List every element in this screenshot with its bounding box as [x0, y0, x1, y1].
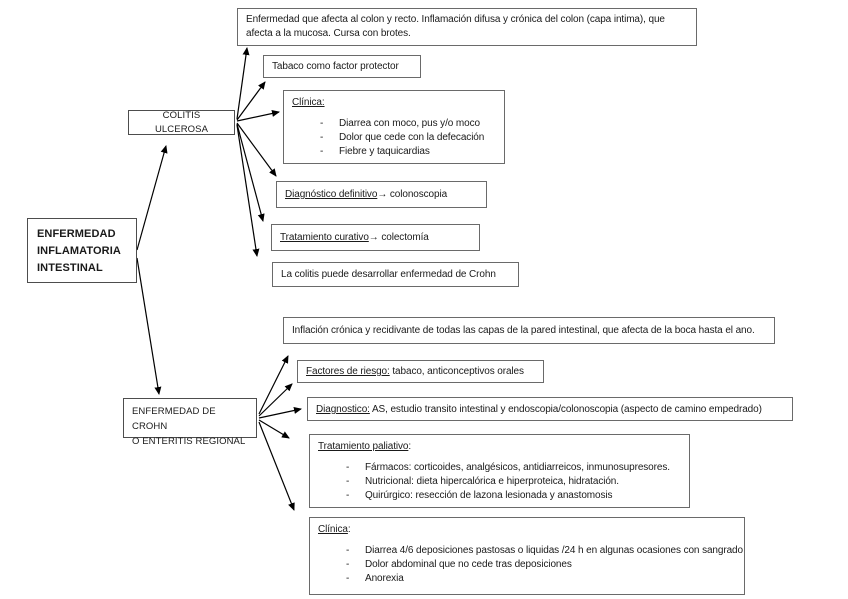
- list-item-text: Quirúrgico: resección de lazona lesionad…: [365, 490, 613, 501]
- colitis-definition-box: Enfermedad que afecta al colon y recto. …: [237, 8, 697, 46]
- edge-colitis-to-nota: [236, 124, 260, 257]
- list-item: Fármacos: corticoides, analgésicos, anti…: [318, 461, 681, 475]
- crohn-clinica-list: Diarrea 4/6 deposiciones pastosas o liqu…: [318, 544, 743, 586]
- node-enfermedad-de-crohn: ENFERMEDAD DE CROHN O ENTERITIS REGIONAL: [123, 398, 257, 447]
- edge-colitis-to-diagnostico: [236, 122, 277, 177]
- list-item-text: Diarrea con moco, pus y/o moco: [339, 118, 480, 129]
- colitis-tabaco-box: Tabaco como factor protector: [263, 55, 421, 78]
- list-item: Nutricional: dieta hipercalórica e hiper…: [318, 475, 681, 489]
- list-item: Dolor que cede con la defecación: [292, 131, 496, 145]
- crohn-diagnostico-box: Diagnostico: AS, estudio transito intest…: [307, 397, 793, 421]
- crohn-tratamiento-heading: Tratamiento paliativo: [318, 441, 409, 452]
- node-colitis-ulcerosa: COLITIS ULCEROSA: [128, 110, 235, 135]
- list-item-text: Dolor abdominal que no cede tras deposic…: [365, 559, 572, 570]
- colitis-tratamiento-heading: Tratamiento curativo: [280, 232, 369, 243]
- crohn-clinica-heading-suffix: :: [347, 524, 351, 535]
- list-item: Diarrea con moco, pus y/o moco: [292, 117, 496, 131]
- edge-root-to-crohn: [136, 257, 162, 395]
- edge-colitis-to-definition: [236, 47, 250, 120]
- crohn-clinica-heading: Clínica: [318, 524, 348, 535]
- colitis-tratamiento-box: Tratamiento curativo→ colectomía: [271, 224, 480, 251]
- colitis-diagnostico-box: Diagnóstico definitivo→ colonoscopia: [276, 181, 487, 208]
- edge-colitis-to-tratamiento: [236, 123, 265, 222]
- list-item: Diarrea 4/6 deposiciones pastosas o liqu…: [318, 544, 743, 558]
- colitis-tabaco-text: Tabaco como factor protector: [272, 61, 399, 72]
- colitis-clinica-list: Diarrea con moco, pus y/o moco Dolor que…: [292, 117, 496, 159]
- crohn-definition-box: Inflación crónica y recidivante de todas…: [283, 317, 775, 344]
- list-item-text: Fiebre y taquicardias: [339, 146, 430, 157]
- edge-colitis-to-clinica: [236, 110, 280, 122]
- edge-crohn-to-factores: [258, 383, 293, 417]
- list-item-text: Diarrea 4/6 deposiciones pastosas o liqu…: [365, 545, 743, 556]
- colitis-definition-text: Enfermedad que afecta al colon y recto. …: [246, 14, 665, 39]
- colitis-clinica-box: Clínica: Diarrea con moco, pus y/o moco …: [283, 90, 505, 164]
- root-node-enfermedad-inflamatoria-intestinal: ENFERMEDAD INFLAMATORIA INTESTINAL: [27, 218, 137, 283]
- edge-crohn-to-diagnostico: [258, 407, 302, 419]
- colitis-diagnostico-heading: Diagnóstico definitivo: [285, 189, 378, 200]
- list-item: Dolor abdominal que no cede tras deposic…: [318, 558, 736, 572]
- crohn-definition-text: Inflación crónica y recidivante de todas…: [292, 325, 755, 336]
- colitis-tratamiento-text: → colectomía: [368, 232, 429, 243]
- crohn-tratamiento-box: Tratamiento paliativo: Fármacos: cortico…: [309, 434, 690, 508]
- crohn-diagnostico-text: AS, estudio transito intestinal y endosc…: [369, 404, 762, 415]
- edge-crohn-to-clinica: [258, 421, 295, 511]
- crohn-tratamiento-heading-suffix: :: [408, 441, 412, 452]
- list-item-text: Dolor que cede con la defecación: [339, 132, 485, 143]
- list-item: Fiebre y taquicardias: [292, 145, 496, 159]
- edge-crohn-to-definition: [258, 355, 289, 415]
- crohn-factores-text: tabaco, anticonceptivos orales: [389, 366, 524, 377]
- list-item: Quirúrgico: resección de lazona lesionad…: [318, 489, 681, 503]
- colitis-nota-text: La colitis puede desarrollar enfermedad …: [281, 269, 496, 280]
- colitis-clinica-heading: Clínica:: [292, 97, 325, 108]
- edge-colitis-to-tabaco: [236, 81, 266, 121]
- list-item-text: Anorexia: [365, 573, 404, 584]
- edge-crohn-to-tratamiento: [258, 419, 290, 439]
- list-item-text: Nutricional: dieta hipercalórica e hiper…: [365, 476, 619, 487]
- crohn-factores-heading: Factores de riesgo:: [306, 366, 390, 377]
- crohn-tratamiento-list: Fármacos: corticoides, analgésicos, anti…: [318, 461, 681, 503]
- crohn-diagnostico-heading: Diagnostico:: [316, 404, 370, 415]
- colitis-nota-box: La colitis puede desarrollar enfermedad …: [272, 262, 519, 287]
- crohn-clinica-box: Clínica: Diarrea 4/6 deposiciones pastos…: [309, 517, 745, 595]
- list-item-text: Fármacos: corticoides, analgésicos, anti…: [365, 462, 670, 473]
- crohn-factores-box: Factores de riesgo: tabaco, anticoncepti…: [297, 360, 544, 383]
- edge-root-to-colitis: [136, 145, 168, 251]
- list-item: Anorexia: [318, 572, 736, 586]
- colitis-diagnostico-text: → colonoscopia: [377, 189, 448, 200]
